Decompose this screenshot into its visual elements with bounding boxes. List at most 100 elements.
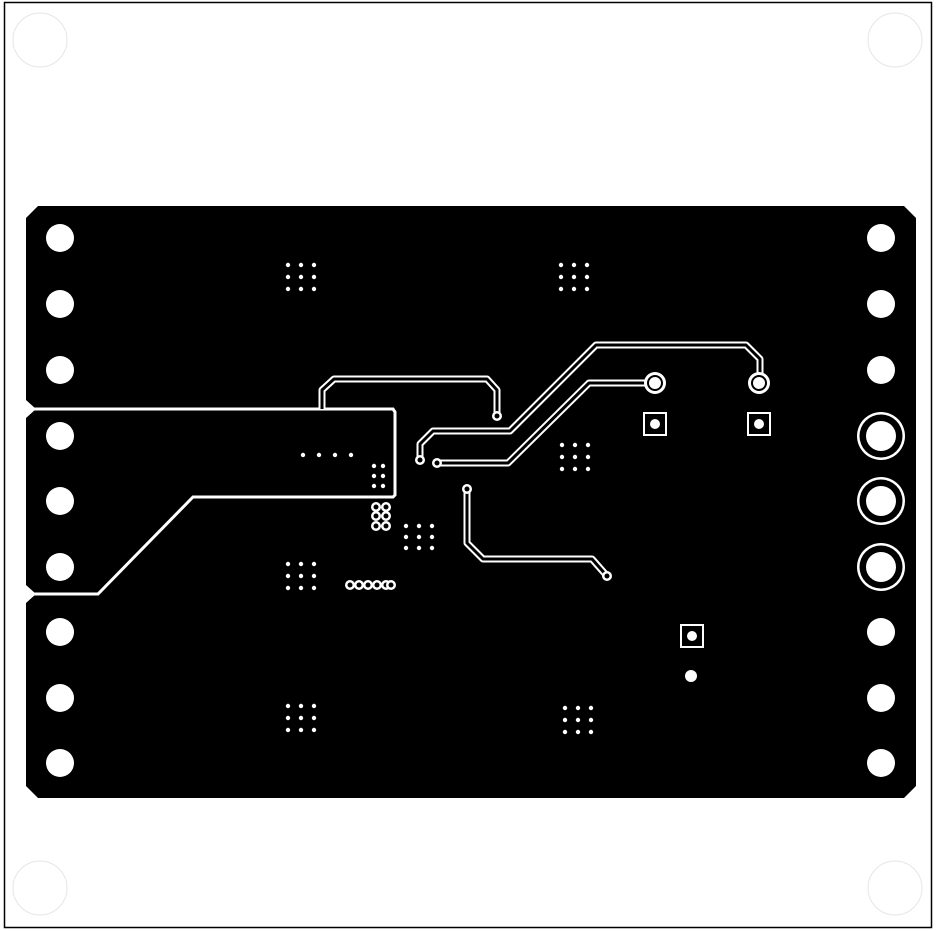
thermal-via (380, 473, 386, 479)
trace (418, 343, 762, 460)
thermal-via (584, 274, 590, 280)
thermal-via (311, 262, 317, 268)
thermal-via (572, 442, 578, 448)
thermal-via (285, 561, 291, 567)
left-pad (46, 618, 74, 646)
thermal-via (571, 262, 577, 268)
left-pad (46, 487, 74, 515)
thermal-via (311, 585, 317, 591)
thermal-via (584, 262, 590, 268)
via-drill (464, 486, 470, 492)
thermal-via (311, 573, 317, 579)
thermal-via (332, 452, 338, 458)
thermal-via (559, 454, 565, 460)
thermal-via (429, 534, 435, 540)
right-pad (867, 356, 895, 384)
thermal-via (429, 523, 435, 529)
thermal-via (298, 727, 304, 733)
thermal-via (300, 452, 306, 458)
thermal-via (285, 585, 291, 591)
thermal-via (298, 274, 304, 280)
thermal-via (371, 463, 377, 469)
left-pad (46, 684, 74, 712)
thermal-via (311, 703, 317, 709)
mounting-holes (12, 12, 923, 916)
thermal-via (298, 703, 304, 709)
trace (320, 377, 499, 413)
via-drill (494, 413, 500, 419)
trace (465, 489, 609, 577)
via-drill (604, 573, 610, 579)
thermal-via (416, 523, 422, 529)
via-drill (373, 523, 379, 529)
mounting-hole (12, 12, 68, 68)
via-drill (383, 523, 389, 529)
left-pad (46, 553, 74, 581)
thermal-via (311, 727, 317, 733)
thermal-via (298, 286, 304, 292)
left-pad (46, 749, 74, 777)
thermal-via (562, 717, 568, 723)
thermal-via (572, 466, 578, 472)
thermal-via (416, 545, 422, 551)
pads (46, 224, 905, 777)
right-ring-pad-hole (866, 486, 896, 516)
trace (437, 381, 652, 465)
via-drill (434, 460, 440, 466)
thermal-via (558, 274, 564, 280)
left-pad (46, 356, 74, 384)
thermal-via (416, 534, 422, 540)
plane-split-line (26, 407, 397, 596)
via-drill (356, 582, 362, 588)
thermal-via (298, 262, 304, 268)
thermal-via (575, 717, 581, 723)
left-pad (46, 224, 74, 252)
left-pad (46, 422, 74, 450)
round-pad-hole (649, 377, 661, 389)
via-drill (383, 504, 389, 510)
thermal-via (285, 727, 291, 733)
thermal-via (285, 274, 291, 280)
thermal-via (559, 466, 565, 472)
vias (285, 262, 594, 735)
right-pad (867, 224, 895, 252)
thermal-via (588, 717, 594, 723)
thermal-via (575, 705, 581, 711)
notch (26, 400, 36, 418)
thermal-via (380, 463, 386, 469)
thermal-via (371, 483, 377, 489)
thermal-via (285, 715, 291, 721)
via-drill (373, 504, 379, 510)
right-pad (867, 290, 895, 318)
round-pad-hole (753, 377, 765, 389)
thermal-via (285, 262, 291, 268)
thermal-via (588, 705, 594, 711)
traces (318, 341, 770, 581)
thermal-via (311, 715, 317, 721)
thermal-via (558, 262, 564, 268)
thermal-via (575, 729, 581, 735)
via-drill (374, 582, 380, 588)
thermal-via (562, 705, 568, 711)
thermal-via (285, 286, 291, 292)
thermal-via (298, 585, 304, 591)
thermal-via (558, 286, 564, 292)
via-drill (417, 457, 423, 463)
thermal-via (572, 454, 578, 460)
thermal-via (429, 545, 435, 551)
thermal-via (311, 561, 317, 567)
mounting-hole (12, 860, 68, 916)
thermal-via (585, 466, 591, 472)
notch (26, 585, 36, 603)
thermal-via (285, 703, 291, 709)
thermal-via (285, 573, 291, 579)
thermal-via (348, 452, 354, 458)
thermal-via (403, 545, 409, 551)
thermal-via (585, 454, 591, 460)
thermal-via (559, 442, 565, 448)
thermal-via (584, 286, 590, 292)
via-drill (347, 582, 353, 588)
via-drill (365, 582, 371, 588)
thermal-via (380, 483, 386, 489)
